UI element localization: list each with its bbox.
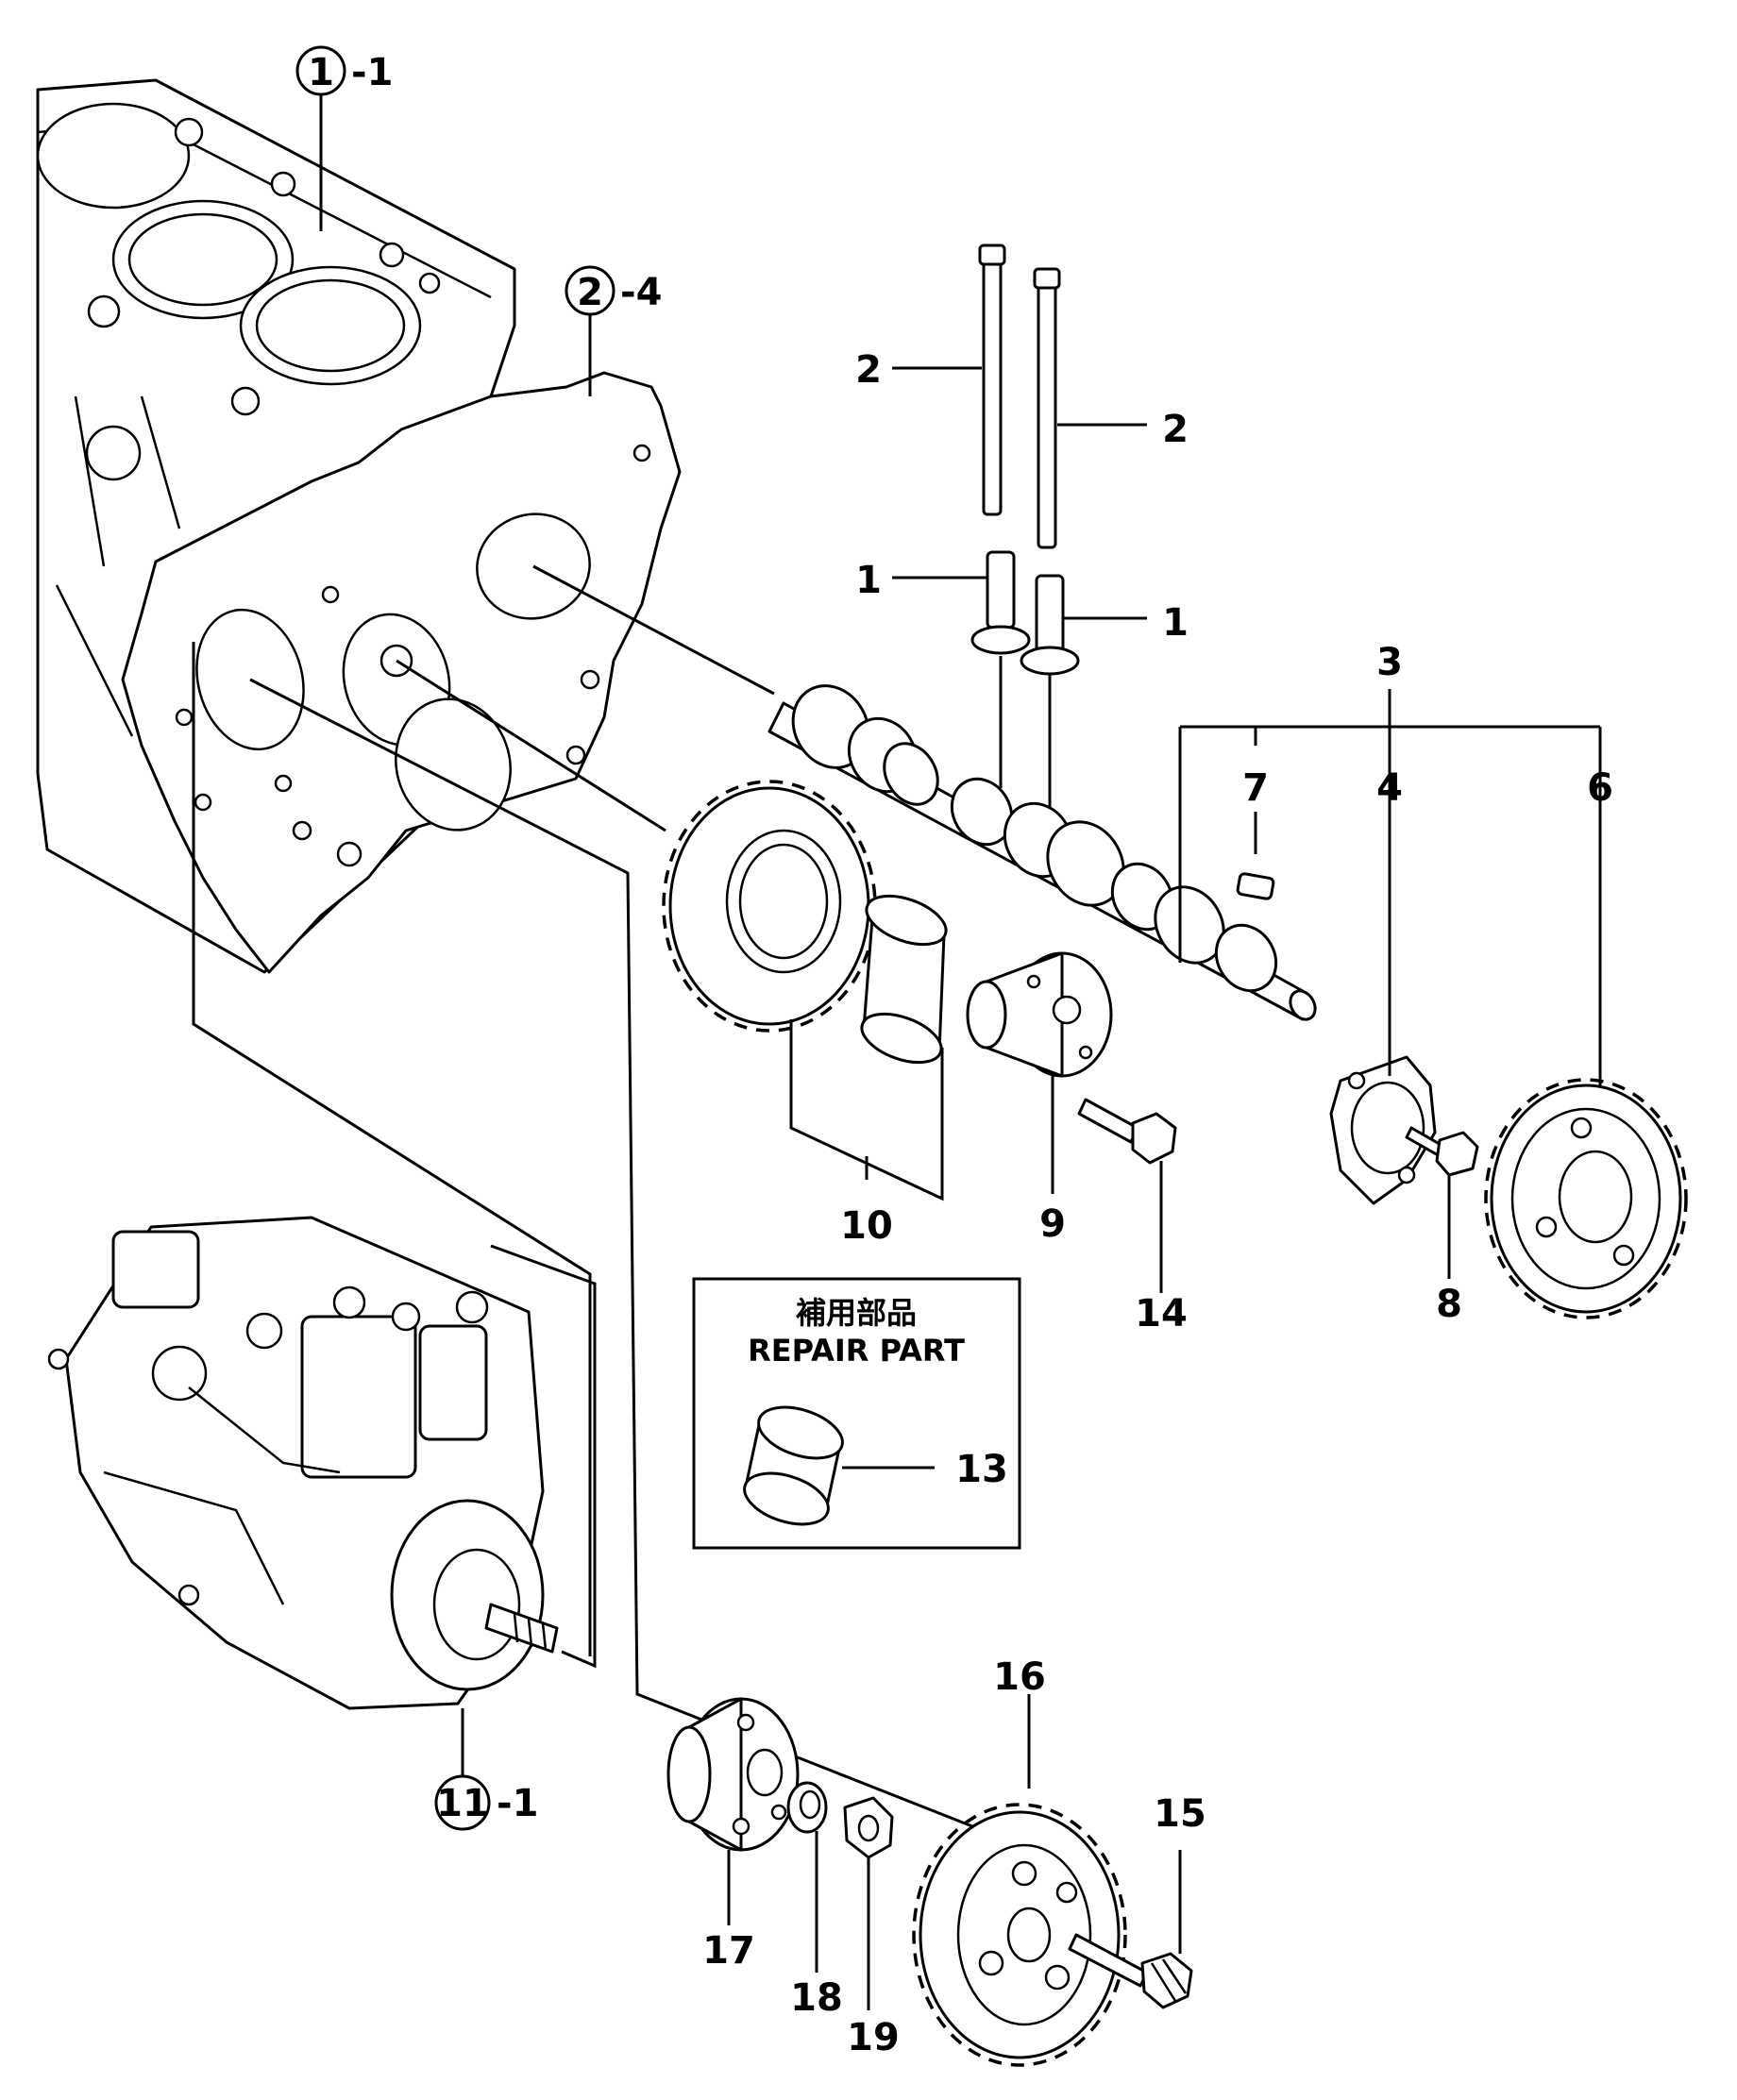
label-part-3: 3 bbox=[1376, 641, 1403, 684]
nut-19 bbox=[843, 1796, 894, 1859]
ref-block-suffix: -1 bbox=[351, 51, 393, 94]
camshaft-gear bbox=[1484, 1078, 1688, 1319]
lock-washer bbox=[786, 1781, 828, 1834]
label-part-2-left: 2 bbox=[855, 348, 882, 392]
bolt-14 bbox=[1077, 1098, 1177, 1165]
label-part-13: 13 bbox=[955, 1448, 1008, 1491]
locator-line-pump-shaft bbox=[490, 1244, 597, 1669]
repair-part-title-jp: 補用部品 bbox=[796, 1295, 917, 1331]
ref-pump-number: 11 bbox=[436, 1782, 489, 1825]
idler-bushing bbox=[860, 894, 948, 1065]
ref-block-number: 1 bbox=[308, 51, 334, 94]
bolt-15 bbox=[1068, 1933, 1193, 2009]
ref-callout-plate: 2 -4 bbox=[565, 265, 662, 316]
locator-line-pump-bracket bbox=[192, 642, 592, 1656]
camshaft bbox=[767, 684, 1317, 1021]
tappet-left bbox=[970, 550, 1031, 655]
label-part-1-left: 1 bbox=[855, 559, 882, 602]
ref-callout-pump: 11 -1 bbox=[434, 1774, 538, 1831]
label-part-7: 7 bbox=[1242, 766, 1269, 810]
ref-plate-suffix: -4 bbox=[620, 271, 662, 314]
tappet-right bbox=[1020, 574, 1080, 676]
push-rod-left bbox=[978, 244, 1006, 516]
label-part-2-right: 2 bbox=[1162, 408, 1189, 451]
label-part-16: 16 bbox=[993, 1655, 1046, 1699]
thrust-plate bbox=[1329, 1055, 1437, 1205]
locator-line-pump-gear bbox=[249, 678, 973, 1828]
leader-lines bbox=[319, 80, 1602, 2010]
label-part-8: 8 bbox=[1436, 1283, 1462, 1326]
label-part-6: 6 bbox=[1587, 766, 1613, 810]
ref-plate-number: 2 bbox=[577, 271, 603, 314]
idler-gear bbox=[662, 780, 877, 1033]
repair-part-box: 補用部品 REPAIR PART bbox=[692, 1277, 1021, 1550]
label-part-15: 15 bbox=[1154, 1792, 1206, 1836]
fuel-injection-pump bbox=[47, 1216, 559, 1710]
woodruff-key bbox=[1236, 872, 1275, 900]
pump-coupling bbox=[666, 1697, 800, 1852]
repair-bushing bbox=[743, 1405, 844, 1526]
bolt-8 bbox=[1405, 1126, 1479, 1177]
locator-line-idler bbox=[396, 659, 666, 832]
label-part-19: 19 bbox=[847, 2016, 900, 2059]
ref-pump-suffix: -1 bbox=[497, 1782, 538, 1825]
label-part-10: 10 bbox=[840, 1204, 893, 1248]
pump-drive-gear bbox=[912, 1803, 1127, 2067]
label-part-1-right: 1 bbox=[1162, 601, 1189, 645]
label-part-17: 17 bbox=[702, 1929, 755, 1973]
label-part-14: 14 bbox=[1135, 1292, 1188, 1336]
locator-line-camshaft bbox=[532, 564, 775, 696]
label-part-9: 9 bbox=[1039, 1202, 1066, 1246]
repair-part-title-en: REPAIR PART bbox=[748, 1333, 965, 1369]
label-part-18: 18 bbox=[790, 1976, 843, 2020]
idler-shaft bbox=[966, 951, 1113, 1078]
ref-callout-block: 1 -1 bbox=[295, 45, 393, 96]
push-rod-right bbox=[1033, 267, 1061, 549]
label-part-4: 4 bbox=[1376, 766, 1403, 810]
